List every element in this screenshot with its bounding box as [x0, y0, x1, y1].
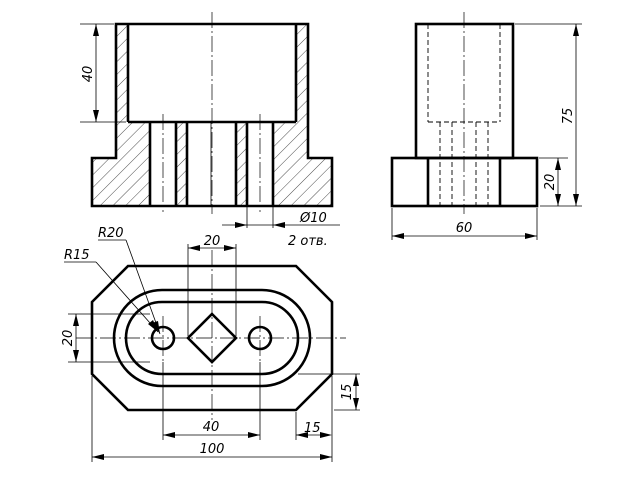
dimension-r15: R15 [64, 248, 159, 333]
radius-outer-label: R20 [98, 226, 124, 241]
dim-square-label: 20 [204, 234, 221, 249]
front-view: 40 Ø10 2 отв. [80, 12, 340, 249]
dimension-overall-length: 100 [91, 376, 333, 462]
dim-hole-label: Ø10 [299, 211, 327, 226]
dimension-60: 60 [391, 208, 538, 240]
dim-base-height-label: 20 [543, 174, 558, 191]
dim-overall-length-label: 100 [200, 442, 225, 457]
dim-slot-width-label: 20 [61, 330, 76, 347]
side-view: 75 20 60 [390, 12, 582, 240]
top-outline [90, 264, 334, 412]
dimension-hole: Ø10 2 отв. [222, 206, 340, 249]
dim-height-label: 40 [81, 66, 96, 83]
dim-width-label: 60 [456, 221, 473, 236]
dimension-r20: R20 [98, 226, 161, 335]
dimension-hole-spacing: 40 [162, 362, 261, 440]
dim-chamfer-h-label: 15 [304, 421, 321, 436]
radius-inner-label: R15 [64, 248, 90, 263]
dimension-75: 75 [515, 23, 582, 207]
dimension-slot-width: 20 [61, 313, 150, 363]
hole-count-label: 2 отв. [288, 234, 328, 249]
dim-hole-spacing-label: 40 [203, 420, 220, 435]
dim-height-total-label: 75 [561, 108, 576, 125]
dimension-chamfer-h: 15 [295, 412, 332, 440]
dimension-20-side: 20 [539, 157, 568, 206]
dimension-40-front: 40 [80, 23, 126, 123]
dimension-square: 20 [187, 234, 237, 336]
dim-chamfer-v-label: 15 [340, 384, 355, 401]
top-view: R20 R15 20 20 [61, 226, 360, 462]
section-hatching [92, 24, 332, 206]
dimension-chamfer-v: 15 [298, 373, 360, 411]
front-outline [90, 22, 334, 208]
